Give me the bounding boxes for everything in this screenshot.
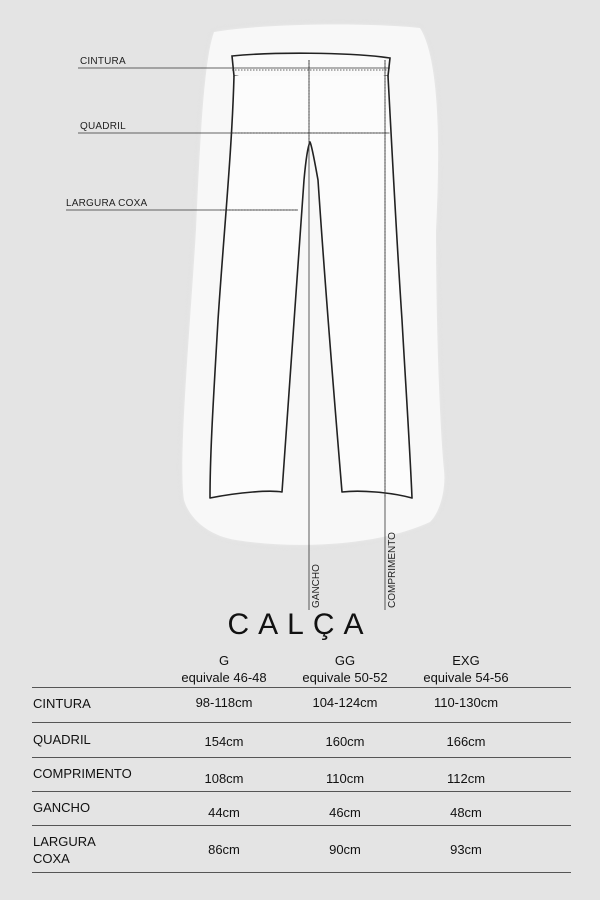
row-label-largura-coxa: LARGURA COXA [33,833,96,867]
row-divider [32,722,571,723]
page-title: CALÇA [227,608,373,641]
table-cell: 104-124cm [312,695,378,710]
pants-measurement-diagram: CINTURA QUADRIL LARGURA COXA GANCHO COMP… [66,23,446,610]
table-cell: 46cm [329,805,361,820]
pants-outline [209,75,413,499]
row-divider [32,687,571,688]
table-cell: 110cm [325,771,365,786]
table-cell: 108cm [204,771,244,786]
size-equivalent: equivale 54-56 [423,670,509,685]
column-header-exg: EXG equivale 54-56 [396,652,536,686]
column-header-gg: GG equivale 50-52 [275,652,415,686]
table-cell: 112cm [446,771,486,786]
table-cell: 154cm [204,734,244,749]
row-divider [32,757,571,758]
label-largura-coxa: LARGURA COXA [66,198,148,209]
row-divider [32,872,571,873]
table-cell: 110-130cm [433,695,499,710]
row-label-line: COXA [33,851,70,866]
table-cell: 160cm [325,734,365,749]
row-label-quadril: QUADRIL [33,732,91,747]
label-quadril: QUADRIL [80,121,126,132]
table-cell: 44cm [208,805,240,820]
table-cell: 48cm [450,805,482,820]
row-label-cintura: CINTURA [33,696,91,711]
label-cintura: CINTURA [80,56,126,67]
table-cell: 90cm [329,842,361,857]
row-label-gancho: GANCHO [33,800,91,815]
size-name: GG [334,653,356,668]
row-label-line: LARGURA [33,834,96,849]
label-comprimento: COMPRIMENTO [387,532,398,608]
table-cell: 166cm [446,734,486,749]
label-gancho: GANCHO [311,564,322,608]
row-label-comprimento: COMPRIMENTO [33,766,132,781]
size-name: EXG [452,653,480,668]
table-cell: 93cm [450,842,482,857]
table-cell: 98-118cm [195,695,253,710]
table-cell: 86cm [208,842,240,857]
size-name: G [218,653,230,668]
column-header-g: G equivale 46-48 [154,652,294,686]
size-equivalent: equivale 46-48 [181,670,267,685]
pants-illustration [66,23,446,610]
size-equivalent: equivale 50-52 [302,670,388,685]
row-divider [32,825,571,826]
row-divider [32,791,571,792]
